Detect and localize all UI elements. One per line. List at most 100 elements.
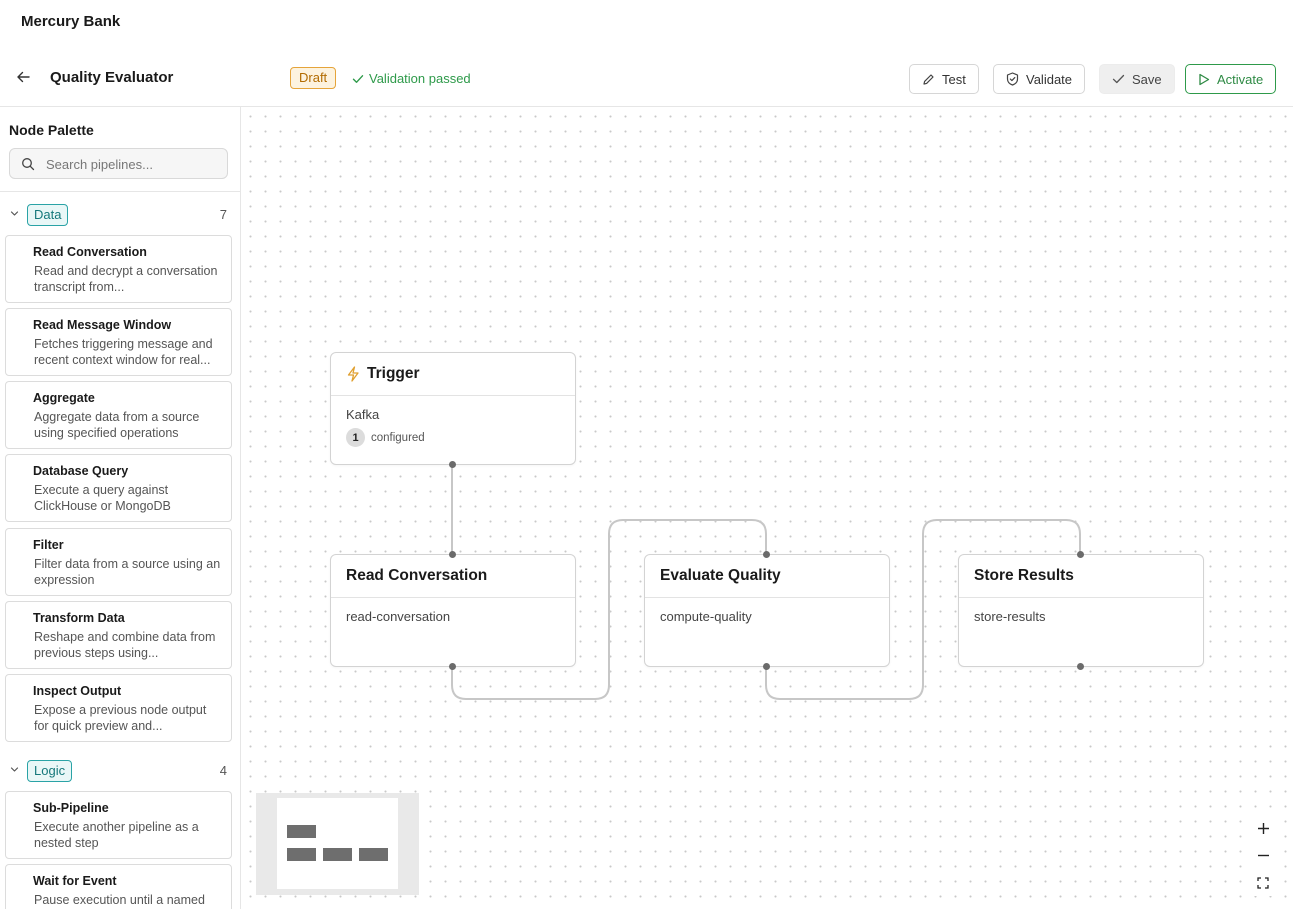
- palette-item-title: Filter: [33, 538, 64, 552]
- node-id: read-conversation: [346, 609, 451, 624]
- palette-item-title: Wait for Event: [33, 874, 117, 888]
- palette-item-aggregate[interactable]: Aggregate Aggregate data from a source u…: [5, 381, 232, 449]
- edge-evaluate-store: [765, 519, 1081, 700]
- palette-item-desc: Filter data from a source using an expre…: [34, 557, 221, 587]
- chevron-down-icon[interactable]: [9, 764, 20, 775]
- output-handle[interactable]: [449, 461, 456, 468]
- zoom-out-button[interactable]: [1249, 842, 1277, 869]
- config-count: 1: [346, 428, 365, 447]
- palette-item-read-message-window[interactable]: Read Message Window Fetches triggering m…: [5, 308, 232, 376]
- category-count: 7: [219, 207, 227, 222]
- minimap-node: [323, 848, 352, 861]
- palette-item-title: Read Conversation: [33, 245, 147, 259]
- palette-item-desc: Execute another pipeline as a nested ste…: [34, 820, 199, 850]
- validation-text: Validation passed: [369, 71, 471, 86]
- minimap-node: [287, 825, 316, 838]
- check-icon: [1112, 74, 1125, 84]
- node-title: Trigger: [367, 365, 420, 382]
- palette-item-inspect-output[interactable]: Inspect Output Expose a previous node ou…: [5, 674, 232, 742]
- plus-icon: [1257, 823, 1269, 834]
- palette-item-title: Inspect Output: [33, 684, 122, 698]
- arrow-left-icon: [17, 71, 30, 83]
- status-badge: Draft: [290, 67, 337, 89]
- palette-item-title: Read Message Window: [33, 318, 172, 332]
- node-header: Read Conversation: [331, 555, 575, 598]
- palette-item-read-conversation[interactable]: Read Conversation Read and decrypt a con…: [5, 235, 232, 303]
- zoom-in-button[interactable]: [1249, 815, 1277, 842]
- shield-check-icon: [1006, 72, 1019, 86]
- output-handle[interactable]: [449, 663, 456, 670]
- validate-label: Validate: [1026, 71, 1073, 87]
- palette-item-filter[interactable]: Filter Filter data from a source using a…: [5, 528, 232, 596]
- palette-item-desc: Execute a query against ClickHouse or Mo…: [34, 483, 171, 513]
- input-handle[interactable]: [449, 551, 456, 558]
- node-palette: Node Palette Data 7 Read Conversation Re…: [0, 107, 241, 909]
- zoom-controls: [1249, 815, 1277, 896]
- output-handle[interactable]: [1077, 663, 1084, 670]
- node-title: Store Results: [974, 567, 1074, 584]
- validation-status: Validation passed: [352, 71, 471, 86]
- search-input[interactable]: [46, 155, 221, 173]
- test-button[interactable]: Test: [909, 64, 979, 94]
- fit-view-icon: [1257, 876, 1269, 889]
- node-read-conversation[interactable]: Read Conversation read-conversation: [330, 551, 576, 670]
- palette-item-title: Transform Data: [33, 611, 125, 625]
- edge-layer: [451, 464, 1081, 700]
- search-icon: [22, 158, 35, 171]
- minimap-viewport[interactable]: [277, 798, 398, 889]
- palette-item-desc: Read and decrypt a conversation transcri…: [34, 264, 218, 294]
- palette-item-transform-data[interactable]: Transform Data Reshape and combine data …: [5, 601, 232, 669]
- palette-search: [9, 148, 228, 179]
- save-label: Save: [1132, 71, 1162, 87]
- pipeline-toolbar: Quality Evaluator Draft Validation passe…: [0, 44, 1293, 107]
- validate-button[interactable]: Validate: [993, 64, 1086, 94]
- node-title: Evaluate Quality: [660, 567, 781, 584]
- node-header: Trigger: [331, 353, 575, 396]
- minimap[interactable]: [256, 793, 419, 895]
- palette-item-database-query[interactable]: Database Query Execute a query against C…: [5, 454, 232, 522]
- pipeline-canvas[interactable]: Trigger Kafka 1 configured Read Conversa…: [241, 107, 1293, 909]
- node-title: Read Conversation: [346, 567, 488, 584]
- palette-title: Node Palette: [9, 122, 94, 138]
- node-evaluate-quality[interactable]: Evaluate Quality compute-quality: [644, 551, 890, 670]
- node-config-badge: 1 configured: [346, 428, 425, 447]
- activate-button[interactable]: Activate: [1185, 64, 1277, 94]
- node-id: compute-quality: [660, 609, 752, 624]
- palette-item-desc: Expose a previous node output for quick …: [34, 703, 207, 733]
- category-logic[interactable]: Logic 4: [0, 759, 240, 783]
- save-button[interactable]: Save: [1099, 64, 1175, 94]
- node-header: Store Results: [959, 555, 1203, 598]
- back-button[interactable]: [12, 66, 34, 88]
- test-label: Test: [942, 71, 966, 87]
- minus-icon: [1257, 854, 1269, 857]
- output-handle[interactable]: [763, 663, 770, 670]
- node-header: Evaluate Quality: [645, 555, 889, 598]
- node-trigger[interactable]: Trigger Kafka 1 configured: [330, 352, 576, 468]
- category-count: 4: [219, 763, 227, 778]
- app-name: Mercury Bank: [21, 13, 121, 30]
- palette-item-title: Sub-Pipeline: [33, 801, 109, 815]
- input-handle[interactable]: [1077, 551, 1084, 558]
- palette-item-desc: Reshape and combine data from previous s…: [34, 630, 216, 660]
- input-handle[interactable]: [763, 551, 770, 558]
- node-id: store-results: [974, 609, 1046, 624]
- pipeline-title: Quality Evaluator: [50, 69, 174, 86]
- lightning-icon: [347, 366, 359, 382]
- palette-item-desc: Aggregate data from a source using speci…: [34, 410, 200, 440]
- node-store-results[interactable]: Store Results store-results: [958, 551, 1204, 670]
- play-icon: [1199, 73, 1210, 85]
- palette-item-desc: Pause execution until a named: [34, 893, 205, 907]
- config-label: configured: [371, 431, 425, 444]
- activate-label: Activate: [1217, 71, 1264, 87]
- chevron-down-icon[interactable]: [9, 208, 20, 219]
- app-header: Mercury Bank: [0, 0, 1293, 44]
- category-data[interactable]: Data 7: [0, 203, 240, 227]
- category-tag: Logic: [27, 760, 73, 782]
- category-tag: Data: [27, 204, 69, 226]
- palette-item-sub-pipeline[interactable]: Sub-Pipeline Execute another pipeline as…: [5, 791, 232, 859]
- fit-view-button[interactable]: [1249, 869, 1277, 896]
- pencil-icon: [923, 73, 934, 85]
- palette-item-desc: Fetches triggering message and recent co…: [34, 337, 213, 367]
- palette-item-wait-for-event[interactable]: Wait for Event Pause execution until a n…: [5, 864, 232, 909]
- node-source: Kafka: [346, 407, 380, 422]
